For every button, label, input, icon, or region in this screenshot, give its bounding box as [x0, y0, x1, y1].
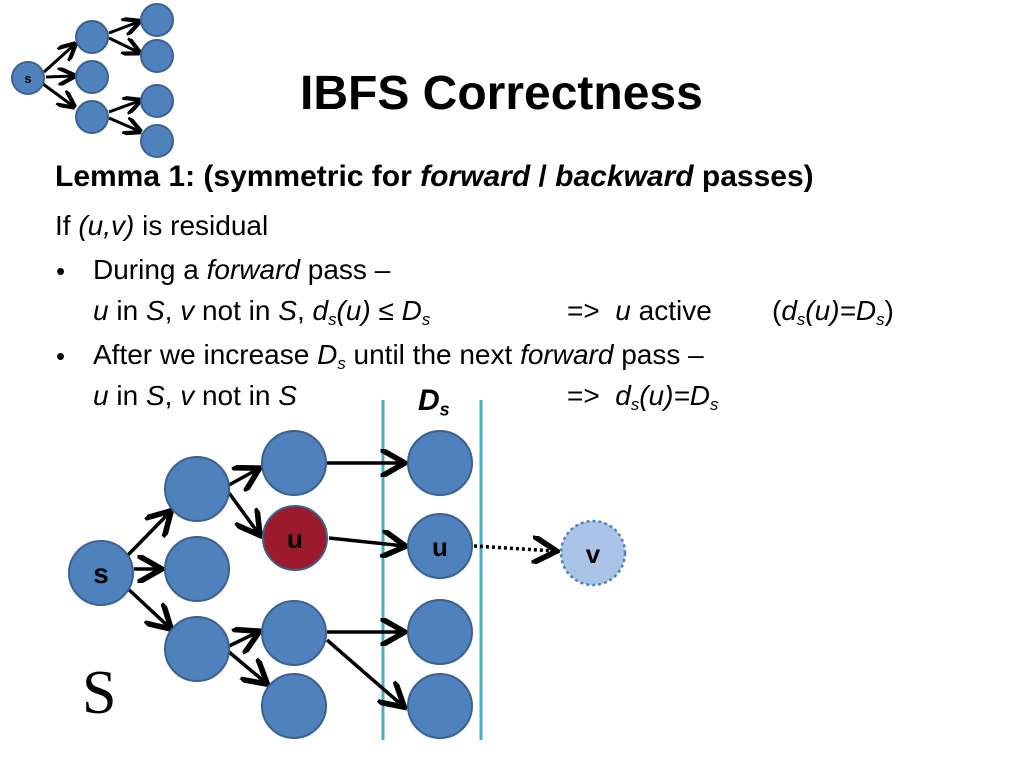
lemma-heading: Lemma 1: (symmetric for forward / backwa… — [55, 160, 814, 193]
bullet-marker: • — [56, 256, 66, 286]
mini-node-s — [11, 61, 45, 95]
mini-node — [75, 60, 109, 94]
node-u-boundary-label: u — [432, 532, 448, 562]
bullet-marker: • — [56, 341, 66, 371]
node — [261, 673, 327, 739]
bullet-forward-condition: u in S, v not in S, ds(u) ≤ Ds — [93, 295, 431, 330]
mini-node — [75, 100, 109, 134]
mini-node — [75, 20, 109, 54]
node — [261, 430, 327, 496]
node — [407, 673, 473, 739]
node — [407, 430, 473, 496]
bullet-increase-result: => ds(u)=Ds — [567, 380, 719, 415]
if-residual-line: If (u,v) is residual — [55, 210, 269, 241]
bullet-forward-result: => u active — [567, 295, 712, 326]
node-u-inner-label: u — [287, 524, 303, 554]
node-u-inner — [262, 505, 328, 571]
node — [164, 456, 230, 522]
residual-edge — [473, 546, 555, 551]
node — [164, 536, 230, 602]
node-u-boundary — [407, 513, 473, 579]
node-s — [68, 540, 134, 606]
bullet-increase-ds: After we increase Ds until the next forw… — [93, 339, 704, 374]
mini-node — [140, 84, 174, 118]
bullet-forward-pass: During a forward pass – — [93, 254, 391, 285]
set-s-label: S — [82, 659, 117, 727]
bullet-forward-note: (ds(u)=Ds) — [772, 295, 894, 330]
node-s-label: s — [93, 558, 109, 589]
mini-node-s-label: s — [24, 71, 31, 86]
node — [261, 600, 327, 666]
ds-boundary-label: Ds — [418, 384, 450, 420]
node-v — [559, 519, 627, 587]
node — [407, 599, 473, 665]
node-v-label: v — [586, 539, 601, 569]
mini-diagram: s — [11, 3, 174, 158]
mini-node — [140, 39, 174, 73]
bullet-increase-condition: u in S, v not in S — [93, 380, 297, 411]
mini-node — [140, 3, 174, 37]
node — [164, 616, 230, 682]
page-title: IBFS Correctness — [300, 67, 703, 120]
mini-node — [140, 124, 174, 158]
